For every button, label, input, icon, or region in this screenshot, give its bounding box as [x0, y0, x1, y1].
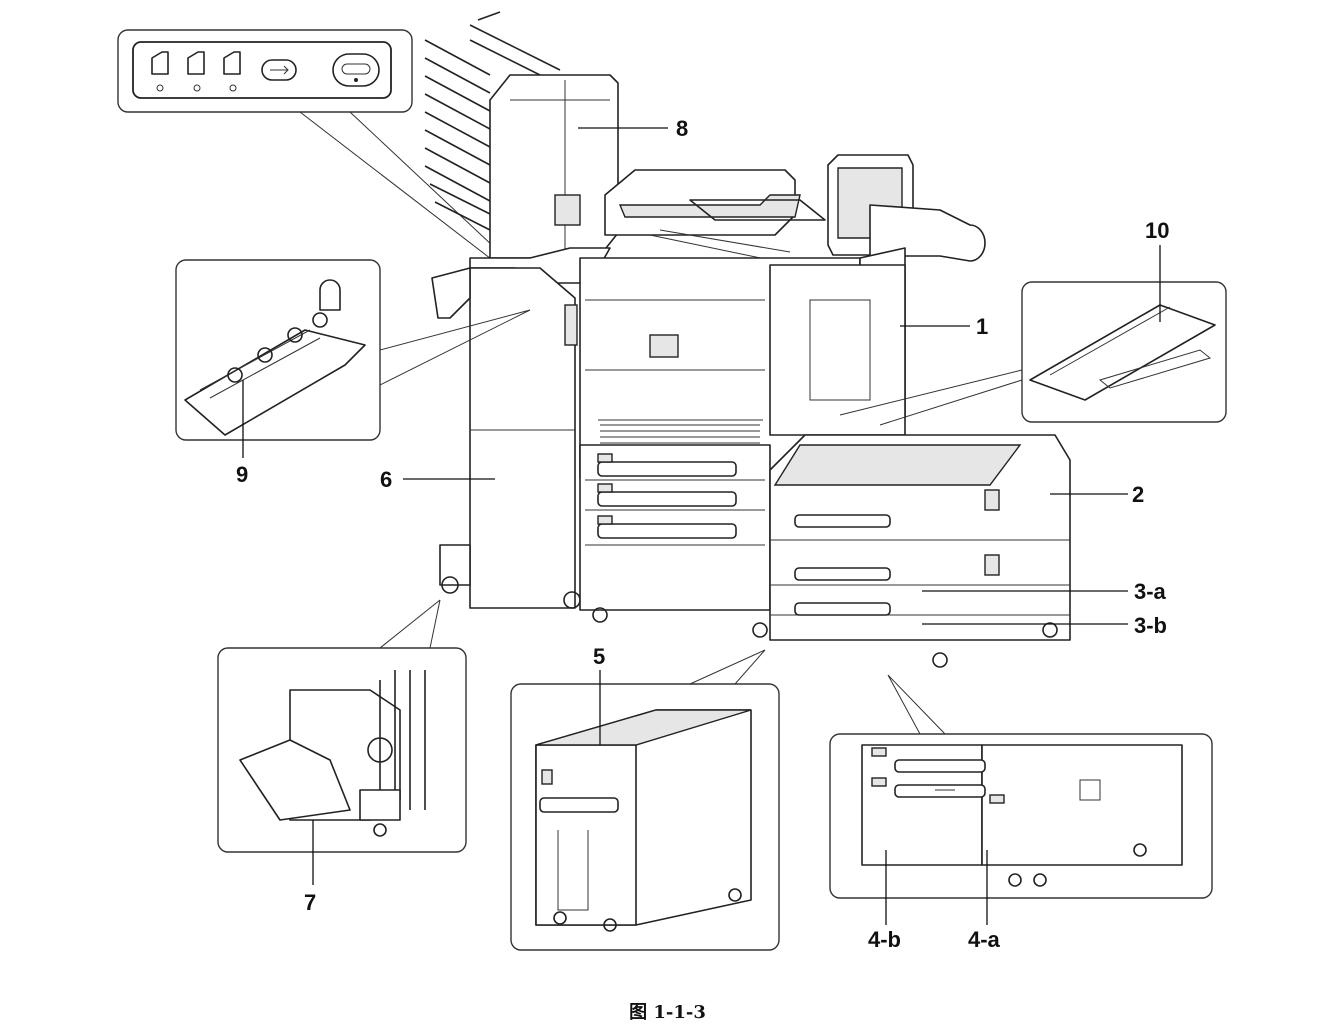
cycle-button-icon	[261, 59, 297, 81]
figure-caption: 图 1-1-3	[629, 1002, 706, 1023]
inset-10	[839, 281, 1227, 426]
inset-7	[217, 599, 467, 853]
callout-3b: 3-b	[1134, 613, 1167, 638]
callout-8: 8	[676, 116, 688, 141]
callout-1: 1	[976, 314, 988, 339]
sheet-stack-icon	[223, 51, 241, 92]
callout-6: 6	[380, 467, 392, 492]
callout-5: 5	[593, 644, 605, 669]
callout-9: 9	[236, 462, 248, 487]
finisher-unit	[424, 11, 619, 609]
inset-9	[175, 259, 531, 441]
callout-7: 7	[304, 890, 316, 915]
sheet-stack-icon	[187, 51, 205, 92]
leader-lines	[242, 127, 1161, 925]
cassette-handles	[597, 453, 737, 539]
callout-4b: 4-b	[868, 927, 901, 952]
callout-3a: 3-a	[1134, 579, 1167, 604]
vent	[600, 424, 760, 444]
feeder-handles	[794, 514, 891, 616]
inset-4	[829, 674, 1213, 899]
start-button-icon	[332, 53, 380, 87]
inset-5	[510, 649, 780, 951]
side-feeder	[769, 434, 1071, 668]
main-unit	[579, 154, 986, 638]
control-panel-inset	[117, 29, 511, 263]
callout-10: 10	[1145, 218, 1169, 243]
mailbox-trays	[424, 11, 561, 231]
sheet-stack-icon	[151, 51, 169, 92]
callout-2: 2	[1132, 482, 1144, 507]
callout-4a: 4-a	[968, 927, 1001, 952]
